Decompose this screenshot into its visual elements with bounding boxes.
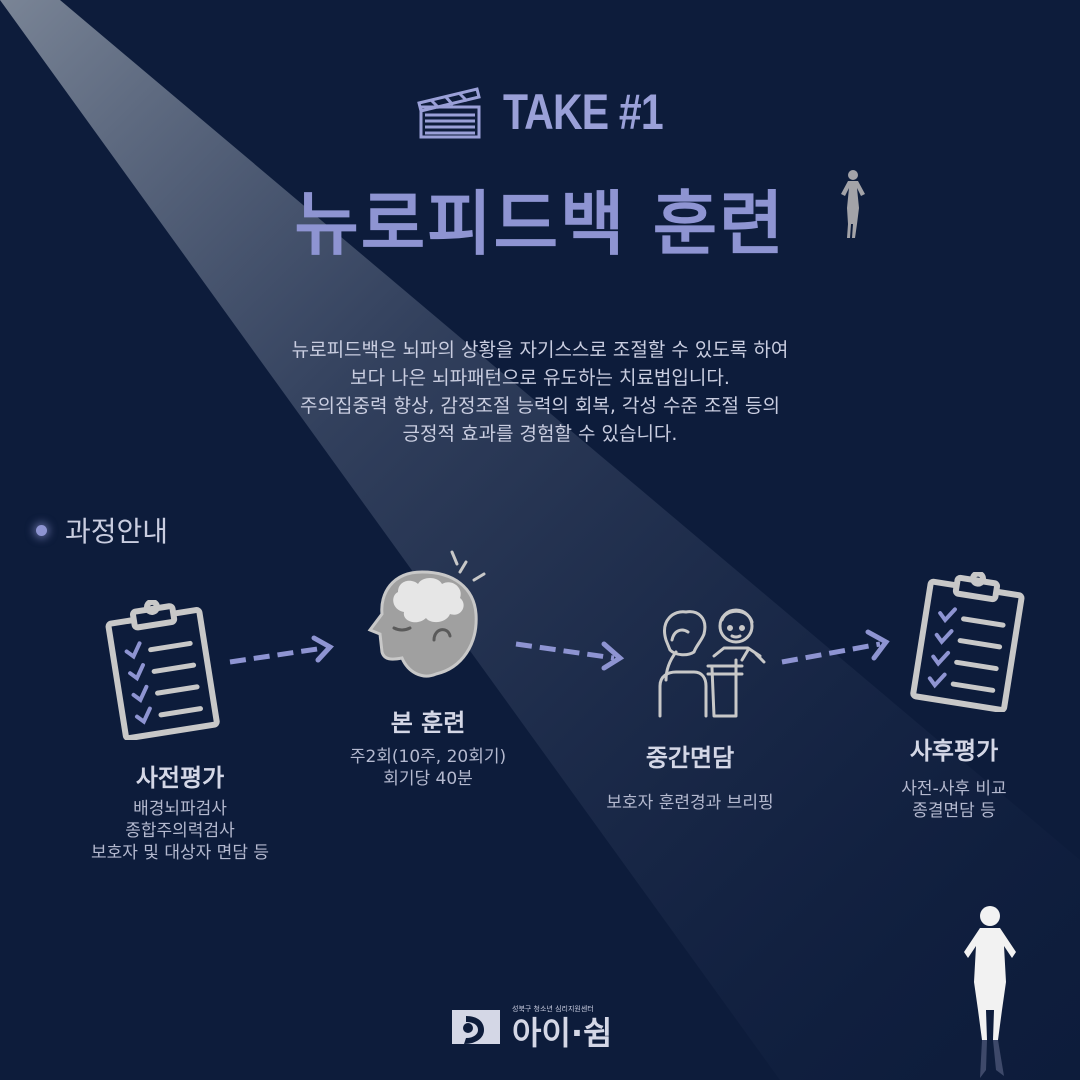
- step-desc-line: 배경뇌파검사: [133, 799, 227, 819]
- intro-line: 뉴로피드백은 뇌파의 상황을 자기스스로 조절할 수 있도록 하여: [291, 339, 789, 361]
- clipboard-checklist-icon: [105, 600, 220, 740]
- intro-line: 보다 나은 뇌파패턴으로 유도하는 치료법입니다.: [350, 367, 730, 389]
- step-desc-line: 종합주의력검사: [125, 821, 235, 841]
- step-title-main-training: 본 훈련: [390, 709, 466, 737]
- take-label: TAKE #1: [503, 84, 664, 140]
- step-desc-line: 보호자 훈련경과 브리핑: [606, 793, 774, 813]
- step-desc-line: 회기당 40분: [383, 769, 473, 789]
- center-logo: 성북구 청소년 심리지원센터 아이·쉼: [452, 1002, 612, 1054]
- step-title-midterm-interview: 중간면담: [645, 744, 735, 772]
- brain-head-icon: [367, 550, 486, 678]
- step-desc-midterm-interview: 보호자 훈련경과 브리핑: [570, 792, 810, 814]
- bullet-dot-icon: [36, 524, 47, 536]
- page-title: 뉴로피드백 훈련: [294, 183, 786, 265]
- logo-text: 아이·쉼: [512, 1014, 613, 1052]
- clapperboard-icon: [417, 87, 481, 139]
- section-title: 과정안내: [65, 515, 169, 548]
- section-heading: 과정안내: [36, 510, 168, 550]
- dashed-arrow-icon: [781, 629, 890, 665]
- clipboard-checklist-icon: [910, 572, 1025, 712]
- logo-mark-icon: [452, 1010, 500, 1044]
- intro-line: 주의집중력 향상, 감정조절 능력의 회복, 각성 수준 조절 등의: [300, 395, 780, 417]
- step-desc-line: 보호자 및 대상자 면담 등: [90, 843, 269, 863]
- step-desc-line: 주2회(10주, 20회기): [349, 747, 507, 767]
- intro-paragraph: 뉴로피드백은 뇌파의 상황을 자기스스로 조절할 수 있도록 하여 보다 나은 …: [140, 336, 940, 448]
- take-header: TAKE #1: [415, 82, 698, 142]
- step-title-pre-assessment: 사전평가: [135, 764, 225, 792]
- step-desc-pre-assessment: 배경뇌파검사 종합주의력검사 보호자 및 대상자 면담 등: [60, 798, 300, 864]
- step-desc-main-training: 주2회(10주, 20회기) 회기당 40분: [308, 746, 548, 790]
- woman-silhouette-icon: [964, 906, 1016, 1078]
- woman-silhouette-icon: [841, 170, 865, 238]
- dashed-arrow-icon: [515, 641, 625, 671]
- counseling-people-icon: [658, 608, 766, 718]
- dashed-arrow-icon: [229, 635, 334, 665]
- step-desc-line: 종결면담 등: [912, 801, 996, 821]
- logo-tagline: 성북구 청소년 심리지원센터: [512, 1005, 594, 1013]
- step-title-post-assessment: 사후평가: [909, 737, 999, 765]
- intro-line: 긍정적 효과를 경험할 수 있습니다.: [402, 423, 678, 445]
- step-desc-line: 사전-사후 비교: [901, 779, 1007, 799]
- step-desc-post-assessment: 사전-사후 비교 종결면담 등: [834, 778, 1074, 822]
